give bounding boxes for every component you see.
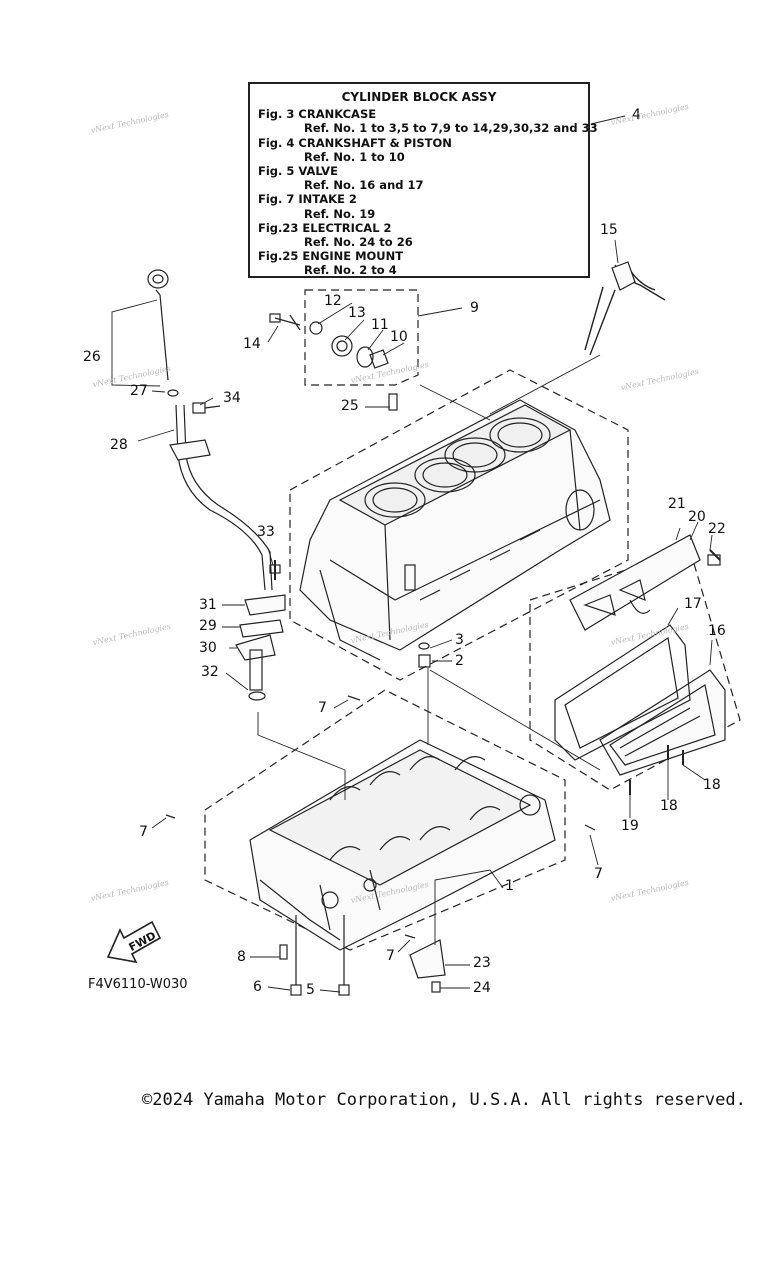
callout-18: 18 (660, 798, 678, 814)
callout-1: 1 (505, 878, 514, 894)
callout-7: 7 (386, 948, 395, 964)
callout-4: 4 (632, 107, 641, 123)
legend-fig: Fig. 4 CRANKSHAFT & PISTON (258, 135, 452, 150)
legend-ref: Ref. No. 19 (304, 206, 376, 221)
callout-10: 10 (390, 329, 408, 345)
crankcase-lower (249, 739, 556, 951)
callout-32: 32 (201, 664, 219, 680)
callout-17: 17 (684, 596, 702, 612)
diagram-code: F4V6110-W030 (88, 977, 188, 992)
callout-27: 27 (130, 383, 148, 399)
legend-ref: Ref. No. 24 to 26 (304, 235, 413, 250)
callout-16: 16 (708, 623, 726, 639)
plate-21 (569, 534, 701, 631)
legend-ref: Ref. No. 1 to 10 (304, 149, 405, 164)
callout-34: 34 (223, 390, 241, 406)
callout-11: 11 (371, 317, 389, 333)
callout-31: 31 (199, 597, 217, 613)
callout-13: 13 (348, 305, 366, 321)
callout-25: 25 (341, 398, 359, 414)
callout-19: 19 (621, 818, 639, 834)
callout-29: 29 (199, 618, 217, 634)
callout-33: 33 (257, 524, 275, 540)
legend-fig: Fig.25 ENGINE MOUNT (258, 249, 404, 264)
callout-30: 30 (199, 640, 217, 656)
callout-7: 7 (139, 824, 148, 840)
callout-15: 15 (600, 222, 618, 238)
callout-3: 3 (455, 632, 464, 648)
callout-6: 6 (253, 979, 262, 995)
legend-fig: Fig. 5 VALVE (258, 164, 338, 179)
callout-7: 7 (318, 700, 327, 716)
callout-26: 26 (83, 349, 101, 365)
callout-22: 22 (708, 521, 726, 537)
legend-ref: Ref. No. 1 to 3,5 to 7,9 to 14,29,30,32 … (304, 121, 598, 136)
callout-20: 20 (688, 509, 706, 525)
legend-ref: Ref. No. 2 to 4 (304, 263, 397, 278)
callout-2: 2 (455, 653, 464, 669)
fwd-arrow (106, 920, 162, 964)
legend-ref: Ref. No. 16 and 17 (304, 178, 424, 193)
callout-12: 12 (324, 293, 342, 309)
dashed-group-upper (289, 369, 629, 681)
callout-9: 9 (470, 300, 479, 316)
copyright-notice: ©2024 Yamaha Motor Corporation, U.S.A. A… (142, 1090, 746, 1110)
callout-18: 18 (703, 777, 721, 793)
legend-box: CYLINDER BLOCK ASSY Fig. 3 CRANKCASE Ref… (248, 82, 598, 278)
dashed-group-9 (304, 289, 419, 386)
callout-24: 24 (473, 980, 491, 996)
oil-guide-28 (175, 404, 273, 591)
callout-28: 28 (110, 437, 128, 453)
callout-21: 21 (668, 496, 686, 512)
cylinder-block (299, 399, 611, 661)
legend-fig: Fig. 3 CRANKCASE (258, 107, 377, 122)
callout-8: 8 (237, 949, 246, 965)
legend-title: CYLINDER BLOCK ASSY (341, 90, 497, 104)
legend-fig: Fig. 7 INTAKE 2 (258, 192, 357, 207)
callout-23: 23 (473, 955, 491, 971)
dipstick-26 (147, 269, 169, 381)
callout-7: 7 (594, 866, 603, 882)
callout-14: 14 (243, 336, 261, 352)
dashed-group-lower (204, 689, 566, 951)
callout-5: 5 (306, 982, 315, 998)
bolt-14 (274, 314, 301, 331)
gasket-17 (554, 624, 691, 761)
legend-fig: Fig.23 ELECTRICAL 2 (258, 220, 392, 235)
cover-16 (599, 669, 726, 776)
